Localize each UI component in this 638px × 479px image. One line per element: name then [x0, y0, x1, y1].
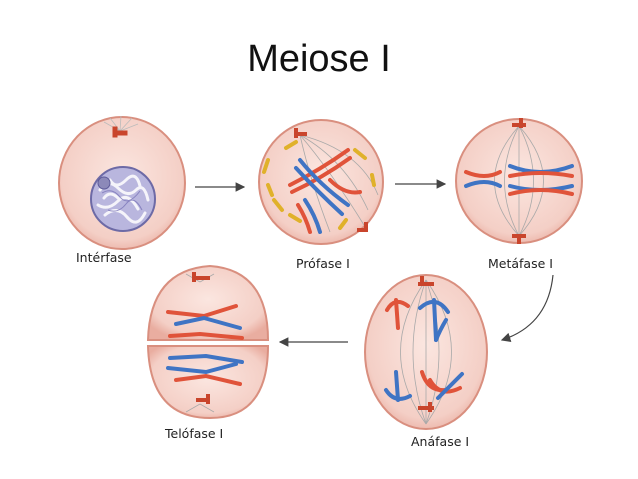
- daughter-chromosomes: [166, 304, 244, 386]
- cell-metaphase-1: [455, 118, 583, 244]
- label-interphase: Intérfase: [76, 250, 132, 265]
- arrow-icons: [195, 179, 554, 347]
- separating-chromosomes: [384, 298, 464, 402]
- arrow-curved-down-icon: [500, 274, 554, 342]
- centrosome-icon: [103, 115, 139, 138]
- paired-chromosomes-equator: [464, 164, 574, 196]
- cell-prophase-1: [258, 119, 384, 245]
- nuclear-envelope-fragments: [262, 140, 376, 230]
- cell-telophase-1: [146, 264, 270, 420]
- label-anaphase-1: Anáfase I: [411, 434, 469, 449]
- label-prophase-1: Prófase I: [296, 256, 350, 271]
- nucleus: [90, 166, 156, 232]
- page-title: Meiose I: [247, 38, 391, 80]
- label-metaphase-1: Metáfase I: [488, 256, 553, 271]
- cell-interphase: [58, 115, 186, 250]
- homologous-chromosomes: [288, 148, 362, 234]
- cell-anaphase-1: [364, 274, 488, 430]
- label-telophase-1: Telófase I: [164, 426, 223, 441]
